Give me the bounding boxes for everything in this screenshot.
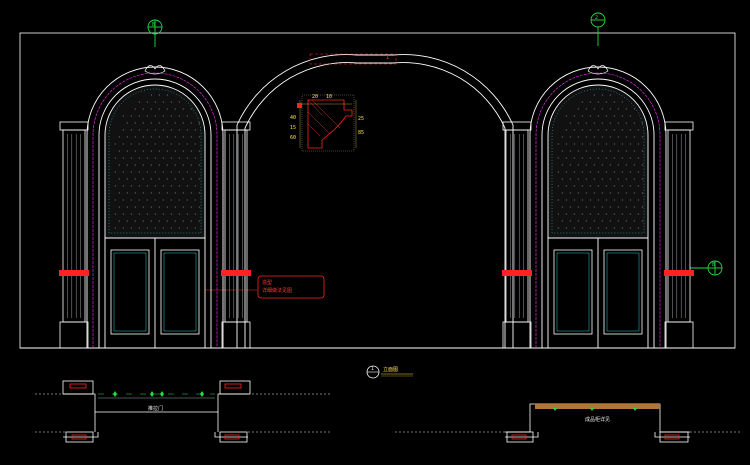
arched-door-left-leaf-panel-right	[160, 249, 200, 335]
elevation-marker-icon-side	[690, 260, 723, 276]
arched-door-left-pilaster-right-base	[221, 321, 251, 349]
section-left-note: 推拉门	[148, 406, 164, 412]
arched-door-left-pilaster-left-red-band	[59, 270, 89, 276]
profile-dim-5: 60	[290, 135, 297, 141]
arched-door-right-pilaster-right-red-band	[664, 270, 694, 276]
section-marker-label-left: B	[152, 22, 156, 28]
section-marker-label-right: 2	[595, 15, 599, 21]
arched-door-left-pilaster-right-red-band	[221, 270, 251, 276]
profile-dim-2: 10	[326, 94, 333, 100]
arched-door-left-leaf-panel-left	[110, 249, 150, 335]
arched-door-left	[59, 65, 251, 349]
callout-text-line1: 造型	[262, 280, 273, 286]
profile-dim-3: 40	[290, 115, 297, 121]
arched-door-left-glass-panel	[104, 84, 206, 239]
arched-door-right-pilaster-left-base	[502, 321, 532, 349]
annotation-callout	[205, 275, 325, 299]
section-marker-icon-left	[147, 19, 163, 47]
profile-dim-4: 15	[290, 125, 297, 131]
callout-text-line2: 详细做法见图	[262, 288, 293, 294]
profile-dim-7: 85	[358, 130, 365, 136]
keystone-red-box	[309, 53, 397, 65]
view-title: 立面图	[383, 367, 399, 373]
arched-door-right-crown-ornament	[587, 65, 609, 75]
arched-door-right-leaf-panel-right	[603, 249, 643, 335]
arch-tag: 1	[386, 55, 390, 61]
plan-section-right	[395, 403, 740, 443]
plan-section-left	[35, 380, 330, 443]
cornice-profile-detail	[297, 94, 357, 152]
arched-door-left-pilaster-left-base	[59, 321, 89, 349]
arched-door-right-pilaster-left-red-band	[502, 270, 532, 276]
central-arch	[236, 54, 514, 348]
view-title-marker-icon	[366, 365, 413, 379]
view-title-number: 1	[371, 366, 375, 372]
arched-door-right	[502, 65, 694, 349]
profile-dim-1: 20	[312, 94, 319, 100]
elevation-marker-label-side: B	[712, 262, 716, 268]
arched-door-left-crown-ornament	[144, 65, 166, 75]
section-marker-icon-right	[590, 12, 606, 46]
profile-dim-6: 25	[358, 116, 365, 122]
section-right-note: 成品柜详见	[585, 417, 611, 423]
arched-door-right-pilaster-right-base	[664, 321, 694, 349]
arched-door-right-leaf-panel-left	[553, 249, 593, 335]
arched-door-right-glass-panel	[547, 84, 649, 239]
